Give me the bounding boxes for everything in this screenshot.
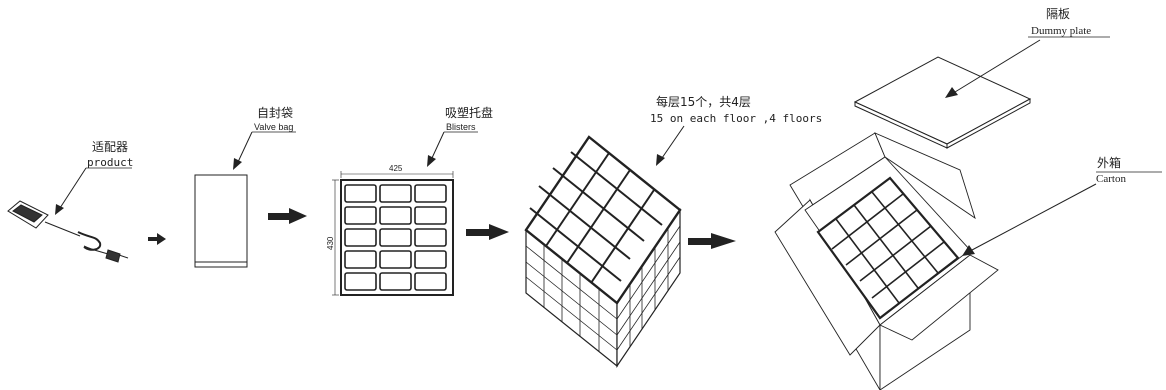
adapter-leader-line xyxy=(59,167,87,209)
process-arrow-2 xyxy=(268,208,307,224)
adapter-leader-arrowhead xyxy=(55,204,64,215)
blister-label-en: Blisters xyxy=(446,122,476,132)
valve-bag-illustration xyxy=(194,174,248,268)
process-arrow-3 xyxy=(466,224,509,240)
bag-leader-line xyxy=(237,131,253,163)
plate-label-en: Dummy plate xyxy=(1031,25,1091,37)
plate-label-zh: 隔板 xyxy=(1046,7,1070,21)
blister-tray-illustration xyxy=(340,179,454,296)
stack-leader-arrowhead xyxy=(656,154,665,166)
process-arrow-1 xyxy=(148,233,166,245)
carton-leader-line xyxy=(971,183,1097,251)
stacked-trays-illustration xyxy=(524,135,682,368)
blister-leader-arrowhead xyxy=(427,155,436,167)
adapter-illustration xyxy=(7,200,129,263)
carton-inner-tray xyxy=(816,176,960,320)
bag-label-en: Valve bag xyxy=(254,122,293,132)
carton-label-en: Carton xyxy=(1096,173,1126,185)
carton-label-zh: 外箱 xyxy=(1097,155,1121,170)
plate-leader-line xyxy=(954,39,1041,93)
carton-leader-arrowhead xyxy=(962,245,975,256)
stack-label-en: 15 on each floor ,4 floors xyxy=(650,112,822,125)
blister-label-zh: 吸塑托盘 xyxy=(445,105,493,120)
blister-leader-line xyxy=(431,131,445,159)
stack-label-zh: 每层15个，共4层 xyxy=(656,94,751,109)
stack-leader-line xyxy=(661,125,685,159)
plate-leader-arrowhead xyxy=(945,87,958,98)
adapter-label-en: product xyxy=(87,156,133,169)
bag-leader-arrowhead xyxy=(233,158,242,170)
tray-dimension-lines xyxy=(332,171,454,296)
adapter-label-zh: 适配器 xyxy=(92,140,128,154)
process-arrow-4 xyxy=(688,233,736,249)
tray-height-label: 430 xyxy=(326,236,335,250)
tray-width-label: 425 xyxy=(389,164,403,173)
dummy-plate-illustration xyxy=(853,56,1032,149)
bag-label-zh: 自封袋 xyxy=(257,106,293,120)
